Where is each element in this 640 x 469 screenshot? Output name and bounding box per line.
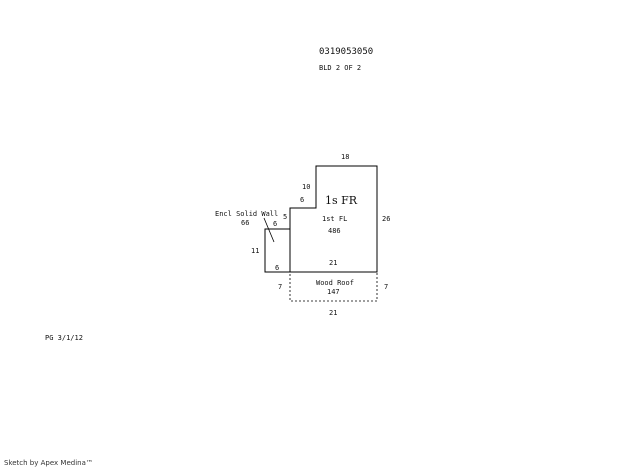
encl-leader-line bbox=[263, 217, 275, 243]
dim-roof-bottom: 21 bbox=[329, 309, 338, 317]
sketch-credit: Sketch by Apex Medina™ bbox=[4, 459, 93, 467]
dim-step-horizontal: 6 bbox=[300, 196, 305, 204]
dim-roof-right: 7 bbox=[384, 283, 389, 291]
main-area-title: 1s FR bbox=[325, 194, 358, 207]
parcel-id: 0319053050 bbox=[319, 47, 374, 57]
encl-label: Encl Solid Wall bbox=[215, 210, 279, 218]
dim-roof-left: 7 bbox=[278, 283, 283, 291]
dim-left-wall: 5 bbox=[283, 213, 288, 221]
main-floor-label: 1st FL bbox=[322, 215, 348, 223]
roof-label: Wood Roof bbox=[316, 279, 354, 287]
encl-area: 66 bbox=[241, 219, 250, 227]
roof-area: 147 bbox=[327, 288, 340, 296]
dim-step-vertical: 10 bbox=[302, 183, 311, 191]
main-floor-outline bbox=[264, 165, 378, 273]
wood-roof-outline bbox=[289, 271, 378, 302]
main-floor-area: 486 bbox=[328, 227, 341, 235]
dim-encl-top: 6 bbox=[273, 220, 278, 228]
dim-encl-side: 11 bbox=[251, 247, 260, 255]
dim-right: 26 bbox=[382, 215, 391, 223]
dim-top: 18 bbox=[341, 153, 350, 161]
dim-encl-bottom: 6 bbox=[275, 264, 280, 272]
dim-base-width: 21 bbox=[329, 259, 338, 267]
page-note: PG 3/1/12 bbox=[45, 334, 83, 342]
building-label: BLD 2 OF 2 bbox=[319, 64, 362, 72]
